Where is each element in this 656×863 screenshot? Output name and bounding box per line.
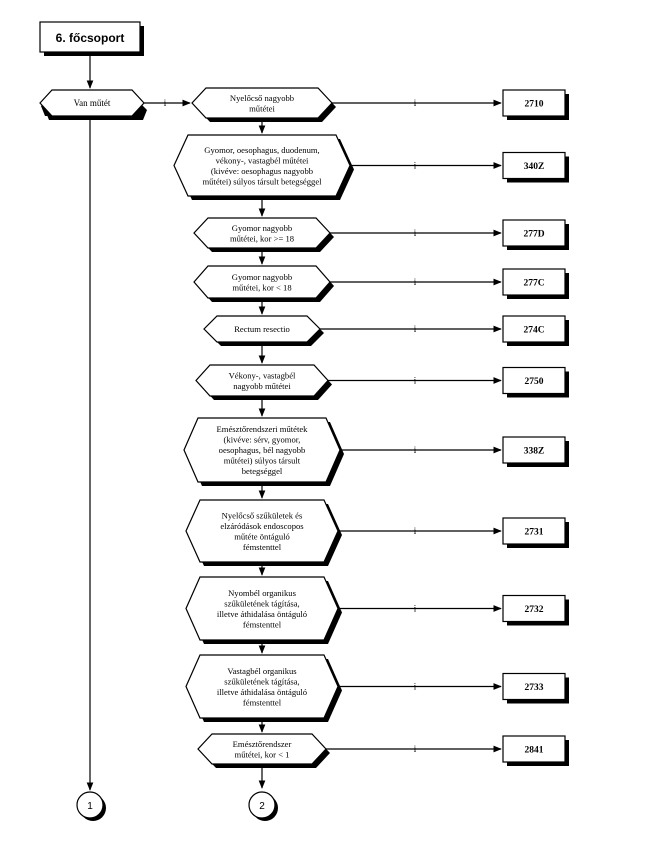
- step-6-decision: [195, 364, 329, 397]
- step-6-line-2: nagyobb műtétei: [233, 381, 291, 391]
- step-6-code-box: [502, 366, 566, 395]
- step-11-line-2: műtétei, kor < 1: [235, 749, 290, 759]
- step-5: Rectum resectio i 274C: [203, 315, 569, 364]
- step-4-line-2: műtétei, kor < 18: [232, 282, 291, 292]
- step-7-line-2: (kivéve: sérv, gyomor,: [224, 435, 301, 445]
- step-7-code-box: [502, 436, 566, 464]
- step-11-code: 2841: [525, 746, 544, 756]
- step-1-decision: [191, 87, 333, 119]
- step-7-line-3: oesophagus, bél nagyobb: [219, 445, 306, 455]
- step-8-line-2: elzáródások endoscopos: [220, 521, 304, 531]
- step-8-decision: [185, 499, 339, 563]
- step-3-decision: [193, 217, 331, 249]
- step-7-line-4: műtétei) súlyos társult: [224, 456, 301, 466]
- step-10-line-3: illetve áthidalása öntáguló: [217, 687, 307, 697]
- step-3-line-1: Gyomor nagyobb: [232, 223, 292, 233]
- header-label: 6. főcsoport: [56, 31, 125, 45]
- step-2-yes-label: i: [414, 161, 417, 171]
- step-11-line-1: Emésztőrendszer: [233, 739, 292, 749]
- step-9-line-3: illetve áthidalása öntáguló: [217, 609, 307, 619]
- step-10-line-1: Vastagbél organikus: [227, 666, 297, 676]
- step-2-line-2: vékony-, vastagbél műtétei: [216, 155, 309, 165]
- step-10-line-2: szűkületének tágítása,: [224, 676, 299, 686]
- connector-1: 1: [76, 791, 106, 821]
- step-8-yes-label: i: [414, 526, 417, 536]
- step-7-line-5: betegséggel: [242, 466, 283, 476]
- header-box: 6. főcsoport: [39, 21, 144, 56]
- step-2-code-box: [502, 151, 566, 180]
- step-4-decision: [193, 265, 331, 299]
- step-6-code: 2750: [525, 377, 544, 387]
- step-8-code: 2731: [525, 528, 544, 538]
- step-5-line-1: Rectum resectio: [234, 324, 290, 334]
- step-3-line-2: műtétei, kor >= 18: [230, 233, 294, 243]
- step-10-code: 2733: [525, 683, 544, 693]
- step-2-code: 340Z: [524, 162, 545, 172]
- step-7-yes-label: i: [414, 445, 417, 455]
- step-1-line-1: Nyelőcső nagyobb: [230, 93, 294, 103]
- start-yes-label: i: [164, 98, 167, 108]
- step-8-code-box: [502, 517, 566, 545]
- step-8-line-3: műtéte öntáguló: [234, 531, 290, 541]
- step-5-decision: [203, 315, 321, 343]
- step-9-line-4: fémstenttel: [243, 619, 282, 629]
- start-decision: Van műtét: [39, 89, 147, 120]
- step-5-code-box: [502, 315, 566, 343]
- step-9-code-box: [502, 594, 566, 623]
- connector-2-label: 2: [259, 801, 265, 812]
- step-9-decision: [185, 576, 339, 641]
- step-5-code: 274C: [523, 326, 544, 336]
- step-8-line-4: fémstenttel: [243, 542, 282, 552]
- step-5-yes-label: i: [414, 324, 417, 334]
- connector-2: 2: [248, 791, 278, 821]
- step-2-line-3: (kivéve: oesophagus nagyobb: [211, 166, 313, 176]
- step-6-line-1: Vékony-, vastagbél: [229, 370, 296, 380]
- step-9-line-1: Nyombél organikus: [228, 588, 297, 598]
- step-9-code: 2732: [525, 605, 544, 615]
- step-10-code-box: [502, 672, 566, 701]
- step-4-code-box: [502, 268, 566, 296]
- step-11-yes-label: i: [414, 744, 417, 754]
- step-11-decision: [197, 733, 327, 765]
- step-3-code: 277D: [523, 230, 544, 240]
- step-4-line-1: Gyomor nagyobb: [232, 272, 292, 282]
- step-3-yes-label: i: [414, 228, 417, 238]
- step-1-code: 2710: [525, 100, 544, 110]
- step-7-decision: [183, 417, 341, 483]
- step-10-yes-label: i: [414, 682, 417, 692]
- step-10-line-4: fémstenttel: [243, 697, 282, 707]
- step-7: Emésztőrendszeri műtétek(kivéve: sérv, g…: [183, 417, 569, 499]
- step-2-decision: [173, 134, 351, 197]
- step-1-code-box: [502, 89, 566, 117]
- step-6-yes-label: i: [414, 376, 417, 386]
- step-10-decision: [185, 654, 339, 719]
- step-11-code-box: [502, 735, 566, 763]
- step-9-line-2: szűkületének tágítása,: [224, 598, 299, 608]
- step-3-code-box: [502, 219, 566, 247]
- step-7-code: 338Z: [524, 447, 545, 457]
- step-2: Gyomor, oesophagus, duodenum,vékony-, va…: [173, 134, 569, 217]
- step-1-yes-label: i: [414, 98, 417, 108]
- step-8-line-1: Nyelőcső szűkületek és: [222, 510, 303, 520]
- step-1-line-2: műtétei: [249, 103, 275, 113]
- step-4-yes-label: i: [414, 277, 417, 287]
- step-9-yes-label: i: [414, 604, 417, 614]
- step-2-line-1: Gyomor, oesophagus, duodenum,: [204, 145, 319, 155]
- step-4-code: 277C: [523, 279, 544, 289]
- start-decision-label: Van műtét: [74, 98, 111, 108]
- step-2-line-4: műtétei) súlyos társult betegséggel: [202, 176, 322, 186]
- step-7-line-1: Emésztőrendszeri műtétek: [217, 424, 309, 434]
- connector-1-label: 1: [87, 801, 93, 812]
